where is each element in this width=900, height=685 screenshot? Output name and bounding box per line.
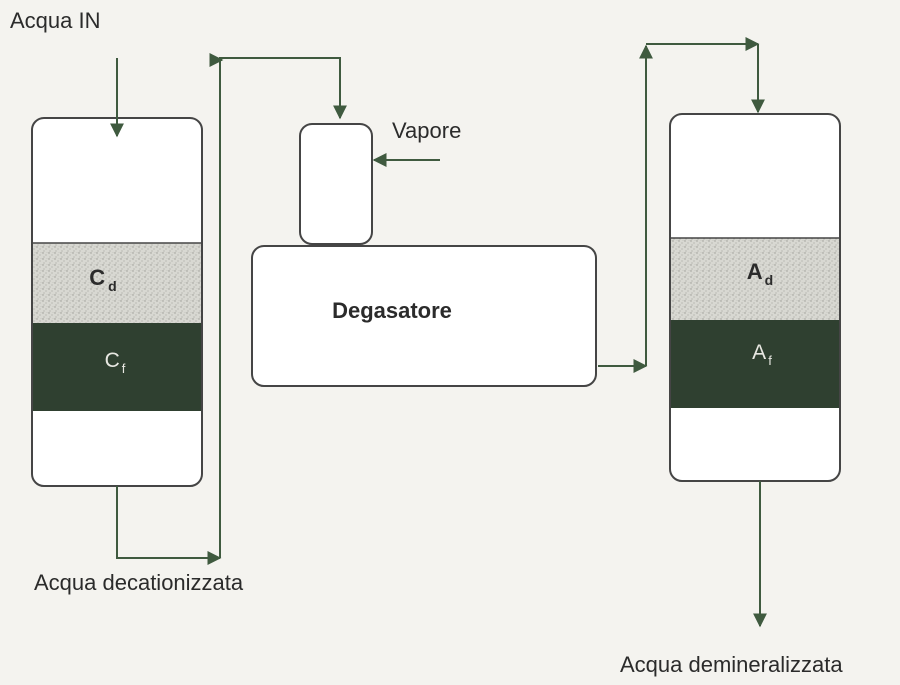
flow-lines	[110, 37, 767, 628]
anion-layer-af	[671, 320, 839, 408]
cation-layer-cf	[33, 323, 201, 411]
degasser-label: Degasatore	[332, 298, 452, 323]
steam-label: Vapore	[392, 118, 461, 143]
flow-to-degasser-arrow	[219, 57, 347, 558]
decationized-water-label: Acqua decationizzata	[34, 570, 244, 595]
cation-layer-cd	[33, 243, 201, 323]
anion-layer-ad	[671, 238, 839, 320]
degasser-tank	[251, 245, 597, 387]
water-in-label: Acqua IN	[10, 8, 101, 33]
degasser-unit: Degasatore	[251, 123, 597, 387]
flow-cation-outlet-arrow	[116, 486, 222, 565]
degasser-dome	[299, 123, 373, 245]
demineralized-water-label: Acqua demineralizzata	[620, 652, 843, 677]
